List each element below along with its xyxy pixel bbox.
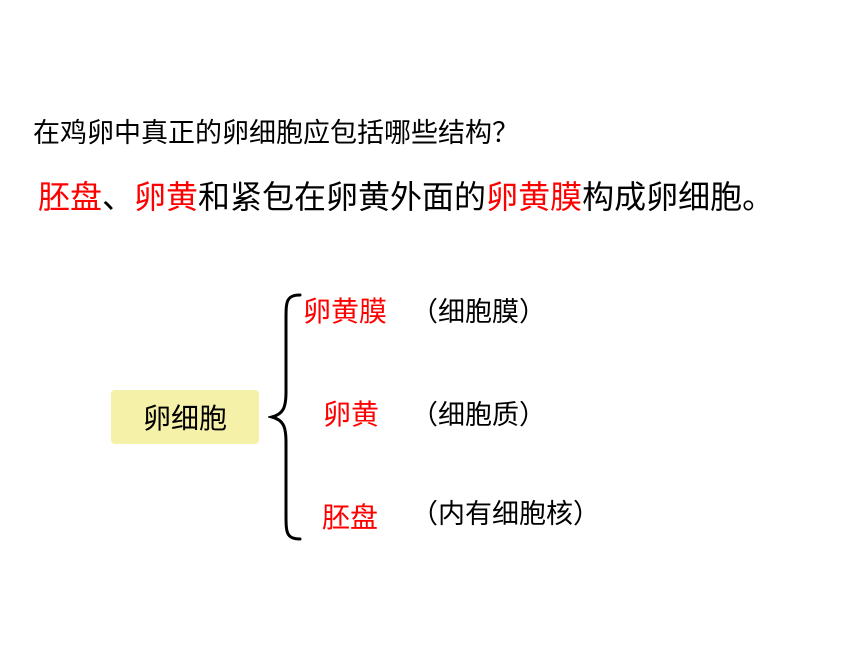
diagram-item-term-embryonic-disc: 胚盘 (322, 501, 379, 534)
diagram-item-desc-cytoplasm: （细胞质） (411, 400, 546, 431)
diagram-item-desc-cell-membrane: （细胞膜） (411, 297, 546, 328)
answer-middle-text: 和紧包在卵黄外面的 (198, 178, 487, 216)
diagram-root-label: 卵细胞 (142, 402, 227, 435)
diagram-item-term-yolk-membrane: 卵黄膜 (303, 295, 388, 328)
diagram-root-box: 卵细胞 (111, 390, 259, 444)
answer-text: 胚盘、卵黄和紧包在卵黄外面的卵黄膜构成卵细胞。 (38, 174, 774, 220)
answer-term-yolk: 卵黄 (134, 178, 199, 216)
answer-end-text: 构成卵细胞。 (582, 178, 775, 216)
answer-term-yolk-membrane: 卵黄膜 (486, 178, 583, 216)
question-text: 在鸡卵中真正的卵细胞应包括哪些结构？ (33, 118, 519, 149)
answer-term-embryonic-disc: 胚盘 (38, 178, 103, 216)
curly-brace-icon (268, 293, 302, 541)
answer-separator: 、 (102, 178, 135, 216)
diagram-item-term-yolk: 卵黄 (323, 398, 380, 431)
diagram-item-desc-contains-nucleus: （内有细胞核） (411, 499, 600, 530)
